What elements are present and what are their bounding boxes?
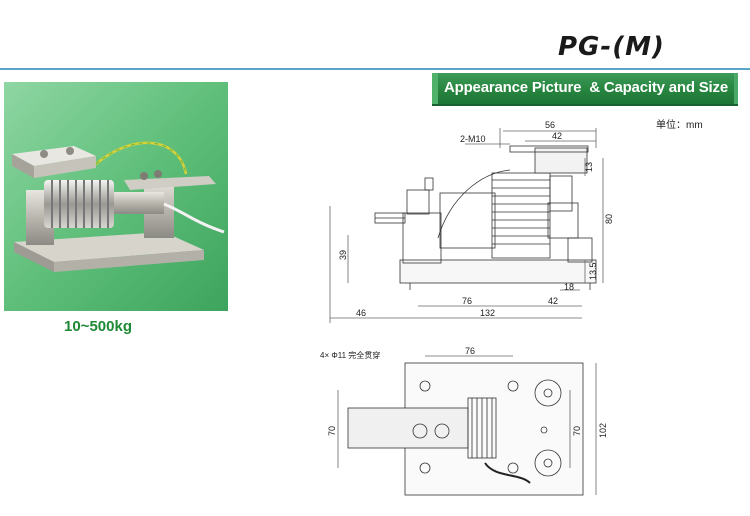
dim-46: 46	[356, 308, 366, 318]
section-banner-text: Appearance Picture & Capacity and Size	[444, 79, 728, 96]
unit-label: 单位：mm	[656, 120, 703, 131]
dim-13-5: 13.5	[588, 262, 598, 280]
section-banner: Appearance Picture & Capacity and Size	[432, 73, 738, 104]
dim-132: 132	[480, 308, 495, 318]
banner-tab	[432, 73, 438, 104]
header-rule	[0, 68, 750, 70]
dim-13: 13	[584, 162, 594, 172]
hole-note: 4× Φ11 完全贯穿	[320, 350, 380, 360]
dim-80: 80	[604, 214, 614, 224]
dim-42-bottom: 42	[548, 296, 558, 306]
top-dim-102: 102	[598, 423, 608, 438]
capacity-label: 10~500kg	[64, 318, 132, 335]
top-dim-70-left: 70	[327, 426, 337, 436]
top-dim-76: 76	[465, 346, 475, 356]
dim-39: 39	[338, 250, 348, 260]
dim-76: 76	[462, 296, 472, 306]
top-dim-70-right: 70	[572, 426, 582, 436]
model-title: PG-(M)	[558, 32, 665, 62]
dim-42-top: 42	[552, 131, 562, 141]
dim-thread: 2-M10	[460, 134, 486, 144]
dim-18: 18	[564, 282, 574, 292]
dimension-drawing: 56 42 2-M10 13 80 39 13.5 18 76 42 46 13…	[320, 120, 614, 496]
product-photo	[4, 82, 228, 311]
dim-56: 56	[545, 120, 555, 130]
